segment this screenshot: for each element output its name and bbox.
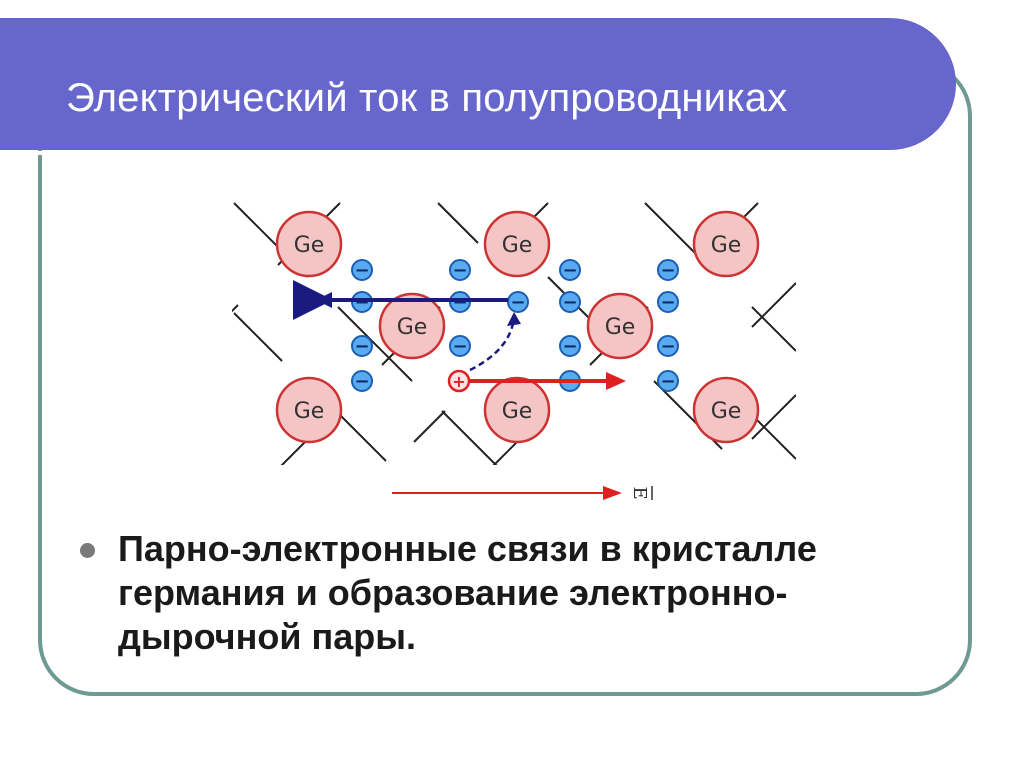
- bond-line: [413, 410, 446, 443]
- electron-circle: [559, 335, 581, 357]
- electron: −: [351, 291, 373, 313]
- electron-jump-head: [507, 312, 521, 326]
- electron-circle: [559, 291, 581, 313]
- electron-circle: [657, 291, 679, 313]
- atom-circle: [275, 210, 343, 278]
- hole-circle: [447, 369, 471, 393]
- atom-circle: [378, 292, 446, 360]
- electron-circle: [351, 335, 373, 357]
- electron-sign: −: [660, 371, 675, 392]
- atom-label: Ge: [502, 399, 533, 424]
- bond-electrons: −−−−−−−−−−−−−−−−: [351, 259, 679, 392]
- electron-sign: −: [452, 336, 467, 357]
- bond-line: [233, 312, 283, 362]
- bond-line: [437, 202, 479, 244]
- bond-line: [232, 304, 239, 313]
- ge-atom: Ge: [275, 210, 343, 278]
- electron-sign: −: [562, 260, 577, 281]
- atom-label: Ge: [502, 233, 533, 258]
- electron-circle: [449, 259, 471, 281]
- electron: −: [351, 259, 373, 281]
- title-bar: Электрический ток в полупроводниках: [0, 18, 956, 155]
- slide-title: Электрический ток в полупроводниках: [66, 76, 788, 120]
- bond-line: [337, 306, 413, 382]
- electron: −: [559, 259, 581, 281]
- electron-circle: [351, 259, 373, 281]
- electron-circle: [657, 259, 679, 281]
- electron-circle: [559, 259, 581, 281]
- electron-sign: −: [354, 260, 369, 281]
- bullet-text: Парно-электронные связи в кристалле герм…: [118, 528, 817, 657]
- ge-atom: Ge: [483, 210, 551, 278]
- electron-sign: −: [452, 292, 467, 313]
- ge-atom: Ge: [692, 376, 760, 444]
- atom-circle: [483, 376, 551, 444]
- atom-circle: [275, 376, 343, 444]
- electron-sign: −: [660, 336, 675, 357]
- bond-line: [441, 410, 498, 465]
- field-label-text: E: [629, 486, 650, 499]
- bullet-dot: [80, 543, 95, 558]
- title-underline: [0, 151, 908, 155]
- hole-sign: +: [452, 372, 465, 391]
- electron-sign: −: [562, 336, 577, 357]
- bond-line: [751, 306, 796, 352]
- atom-label: Ge: [294, 399, 325, 424]
- electron-circle: [449, 335, 471, 357]
- electron: −: [657, 291, 679, 313]
- electron: −: [351, 335, 373, 357]
- electron-sign: −: [354, 292, 369, 313]
- ge-atom: Ge: [586, 292, 654, 360]
- ge-atom: Ge: [692, 210, 760, 278]
- electron-circle: [657, 370, 679, 392]
- bond-line: [751, 414, 796, 460]
- electron: −: [657, 335, 679, 357]
- electron-sign: −: [354, 371, 369, 392]
- ge-atom: Ge: [275, 376, 343, 444]
- bond-line: [751, 282, 796, 328]
- electron-sign: −: [562, 292, 577, 313]
- field-label: E: [629, 486, 653, 500]
- bond-line: [337, 412, 387, 462]
- electron: −: [449, 291, 471, 313]
- field-arrow-head: [603, 486, 622, 500]
- atom-label: Ge: [294, 233, 325, 258]
- electron-sign: −: [660, 292, 675, 313]
- bond-line: [751, 394, 796, 440]
- electron: −: [449, 335, 471, 357]
- electron: −: [559, 335, 581, 357]
- electron-arrow-head: [316, 292, 332, 308]
- atom-circle: [483, 210, 551, 278]
- ge-atom: Ge: [483, 376, 551, 444]
- electron-sign: −: [510, 292, 525, 313]
- ge-atom: Ge: [378, 292, 446, 360]
- atom-circle: [586, 292, 654, 360]
- electron-sign: −: [452, 260, 467, 281]
- electron-circle: [351, 370, 373, 392]
- electron: −: [559, 291, 581, 313]
- electron: −: [351, 370, 373, 392]
- motion-arrows: +E: [293, 280, 653, 500]
- hole-arrow-head: [606, 372, 626, 390]
- atom-circle: [692, 210, 760, 278]
- electron-sign: −: [354, 336, 369, 357]
- bond-line: [644, 202, 701, 259]
- slide-frame: [38, 60, 972, 696]
- electron: −: [657, 259, 679, 281]
- electron: −: [657, 370, 679, 392]
- atom-label: Ge: [711, 399, 742, 424]
- atom-label: Ge: [397, 315, 428, 340]
- electron: −: [507, 291, 529, 313]
- hole: +: [447, 369, 471, 393]
- atom-circle: [692, 376, 760, 444]
- electron-circle: [657, 335, 679, 357]
- electron: −: [449, 259, 471, 281]
- electron-sign: −: [660, 260, 675, 281]
- atom-label: Ge: [605, 315, 636, 340]
- atom-label: Ge: [711, 233, 742, 258]
